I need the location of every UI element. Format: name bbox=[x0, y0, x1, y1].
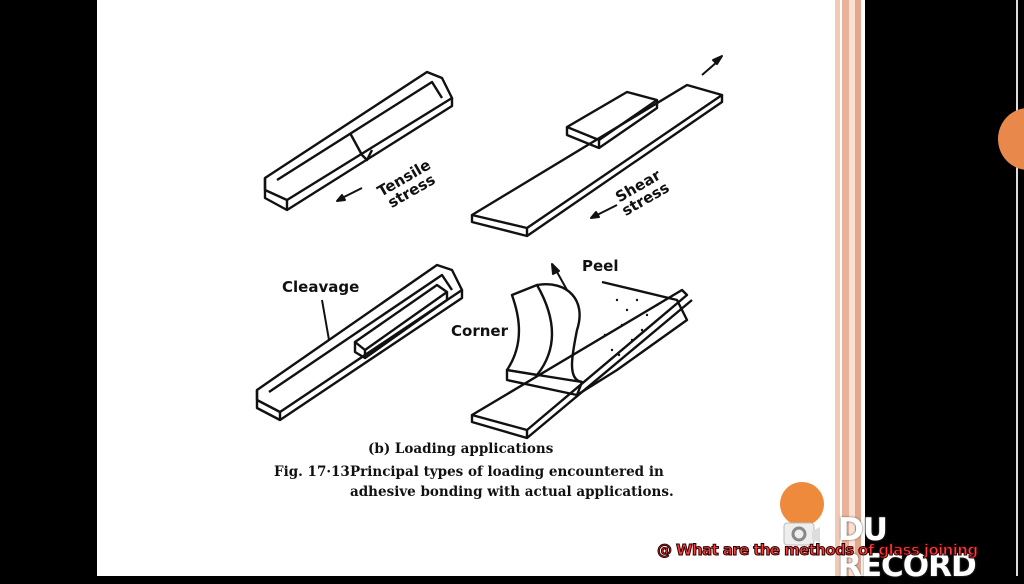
shear-arrows bbox=[590, 55, 723, 219]
record-button[interactable] bbox=[780, 482, 824, 526]
figure-number: Fig. 17·13 bbox=[274, 464, 350, 480]
caption-line-1: Principal types of loading encountered i… bbox=[350, 464, 664, 480]
subcaption: (b) Loading applications bbox=[368, 441, 554, 457]
document-page bbox=[97, 0, 837, 576]
tensile-arrow bbox=[336, 187, 363, 202]
cleavage-pointer bbox=[321, 299, 330, 341]
label-peel: Peel bbox=[582, 257, 619, 275]
peel-arrow bbox=[551, 263, 568, 291]
label-corner: Corner bbox=[451, 322, 508, 340]
peel-specimen bbox=[470, 280, 693, 440]
adhesive-stipple bbox=[603, 298, 669, 357]
loading-diagram bbox=[255, 55, 724, 440]
camera-icon bbox=[783, 522, 820, 546]
page-edge-stripes bbox=[835, 0, 865, 576]
tensile-specimen bbox=[263, 70, 454, 212]
floating-record-bubble[interactable] bbox=[998, 108, 1024, 170]
label-cleavage: Cleavage bbox=[282, 278, 360, 296]
shear-specimen bbox=[470, 83, 724, 238]
screen-edge bbox=[1016, 0, 1018, 576]
cleavage-specimen bbox=[255, 263, 464, 422]
caption-line-2: adhesive bonding with actual application… bbox=[350, 484, 674, 500]
video-title-ticker: @ What are the methods of glass joining bbox=[657, 541, 979, 560]
